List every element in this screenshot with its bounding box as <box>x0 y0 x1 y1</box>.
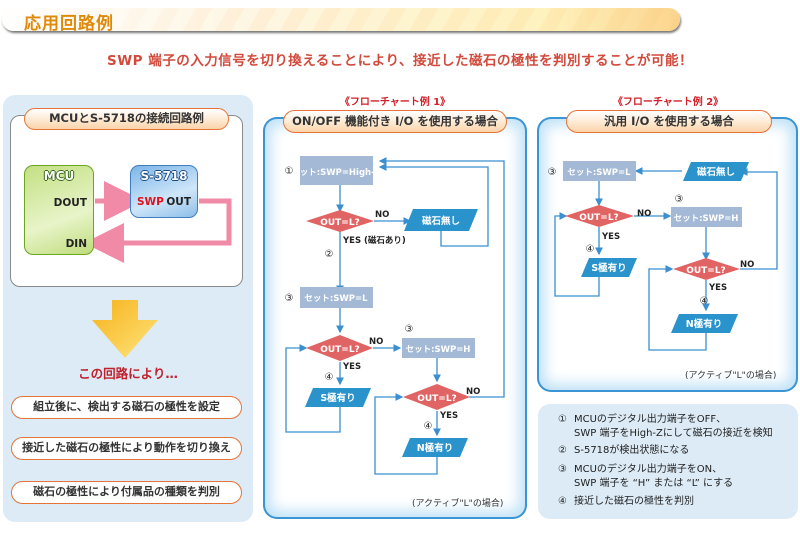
flowchart2-heading: 汎用 I/O を使用する場合 <box>566 110 772 133</box>
decision-out-low-1 <box>565 205 634 227</box>
title-banner <box>2 8 680 31</box>
process-set-h <box>671 207 742 227</box>
no-label: NO <box>466 387 480 397</box>
circuit-result-heading: この回路により… <box>78 366 178 381</box>
io-n-pole <box>671 314 738 333</box>
decision-2-label: OUT=L? <box>320 345 360 355</box>
yes-label: YES <box>342 362 361 372</box>
yes-label: YES <box>439 411 458 421</box>
io-s-pole <box>305 388 371 407</box>
decision-1-label: OUT=L? <box>320 218 360 228</box>
flowchart1-caption: 《フローチャート例 1》 <box>339 97 451 108</box>
flowchart2-note: (アクティブ"L"の場合) <box>685 371 777 381</box>
decision-3-label: OUT=L? <box>417 394 457 404</box>
io-n-pole-label: N極有り <box>686 318 722 330</box>
legend-item: ④ 接近した磁石の極性を判別 <box>558 495 694 509</box>
sensor-label: S-5718 <box>140 169 188 183</box>
flowchart1-note: (アクティブ"L"の場合) <box>412 499 504 509</box>
step-3-marker: ③ <box>285 293 294 304</box>
io-s-pole-label: S極有り <box>320 392 355 404</box>
io-no-magnet-label: 磁石無し <box>422 215 460 227</box>
step-1-marker: ① <box>285 166 294 177</box>
io-n-pole <box>402 438 468 457</box>
io-n-pole-label: N極有り <box>417 442 453 454</box>
process-set-h <box>402 338 475 358</box>
legend-text: 接近した磁石の極性を判別 <box>574 496 694 507</box>
io-no-magnet-label: 磁石無し <box>697 166 735 178</box>
process-set-l-label: セット:SWP=L <box>304 294 368 304</box>
legend-text: MCUのデジタル出力端子をOFF、 <box>574 414 727 425</box>
pin-swp: SWP <box>137 196 164 208</box>
legend-num: ③ <box>558 464 567 475</box>
process-set-highz <box>300 156 373 185</box>
no-label: NO <box>637 209 651 219</box>
process-set-h-label: セット:SWP=H <box>406 345 471 355</box>
decision-out-low-2 <box>306 335 373 361</box>
page-title: 応用回路例 <box>24 14 114 34</box>
decision-out-low-3 <box>403 384 470 410</box>
benefit-item: 磁石の極性により付属品の種類を判別 <box>11 481 242 504</box>
legend-num: ② <box>558 445 567 456</box>
legend-item: ② S-5718が検出状態になる <box>558 444 689 458</box>
step-2-marker: ② <box>325 249 334 260</box>
yes-magnet-label: YES (磁石あり) <box>342 235 406 246</box>
legend-text: S-5718が検出状態になる <box>574 445 690 456</box>
legend-item: ③ MCUのデジタル出力端子をON、 SWP 端子を “H” または “L” にする <box>558 463 733 491</box>
decision-1-label: OUT=L? <box>579 213 619 223</box>
step-3-marker: ③ <box>405 324 414 335</box>
yes-label: YES <box>708 283 727 293</box>
wire-out-to-din <box>84 198 232 263</box>
legend-text: SWP 端子をHigh-Zにして磁石の接近を検知 <box>574 428 773 439</box>
io-no-magnet <box>404 209 478 231</box>
circuit-heading: MCUとS-5718の接続回路例 <box>24 108 229 130</box>
yes-label: YES <box>601 232 620 242</box>
io-s-pole <box>581 258 637 277</box>
step-4-marker: ④ <box>700 296 709 307</box>
benefit-item: 接近した磁石の極性により動作を切り換え <box>11 437 242 460</box>
benefit-item: 組立後に、検出する磁石の極性を設定 <box>11 396 242 419</box>
step-4-marker: ④ <box>586 244 595 255</box>
page-subtitle: SWP 端子の入力信号を切り換えることにより、接近した磁石の極性を判別することが… <box>107 53 693 69</box>
step-4-marker: ④ <box>325 372 334 383</box>
no-label: NO <box>740 260 754 270</box>
decision-2-label: OUT=L? <box>686 266 726 276</box>
flowchart2-diagram: セット:SWP=L ③ 磁石無し OUT=L? NO YES ④ セット:SWP… <box>548 161 778 351</box>
down-arrow-icon <box>92 300 158 358</box>
no-label: NO <box>375 210 389 220</box>
pin-din: DIN <box>65 238 87 250</box>
process-set-l-label: セット:SWP=L <box>567 168 631 178</box>
flowchart1-diagram: セット:SWP=High-Z ① OUT=L? NO YES (磁石あり) ② … <box>285 156 505 475</box>
steps-legend: ① MCUのデジタル出力端子をOFF、 SWP 端子をHigh-Zにして磁石の接近を… <box>538 404 798 519</box>
step-3-marker: ③ <box>548 167 557 178</box>
mcu-block: MCU DOUT DIN <box>24 165 94 255</box>
no-label: NO <box>369 337 383 347</box>
decision-out-low-2 <box>673 258 740 280</box>
io-no-magnet <box>683 162 749 181</box>
process-set-l <box>300 287 373 308</box>
process-set-l <box>563 161 636 181</box>
flowchart1-heading: ON/OFF 機能付き I/O を使用する場合 <box>283 110 507 133</box>
legend-num: ④ <box>558 496 567 507</box>
mcu-label: MCU <box>43 169 75 183</box>
legend-text: SWP 端子を “H” または “L” にする <box>574 478 734 489</box>
legend-item: ① MCUのデジタル出力端子をOFF、 SWP 端子をHigh-Zにして磁石の接近を… <box>558 413 773 441</box>
circuit-wires <box>84 181 232 263</box>
flowchart1-lines <box>285 157 505 475</box>
flowchart2-lines <box>554 167 778 351</box>
step-4-marker: ④ <box>424 421 433 432</box>
process-set-h-label: セット:SWP=H <box>674 214 739 224</box>
pin-out: OUT <box>166 196 191 208</box>
step-3-marker: ③ <box>675 194 684 205</box>
legend-text: MCUのデジタル出力端子をON、 <box>574 464 723 475</box>
legend-num: ① <box>558 414 567 425</box>
io-s-pole-label: S極有り <box>591 262 626 274</box>
process-set-highz-label: セット:SWP=High-Z <box>291 168 381 178</box>
decision-out-low-1 <box>306 210 374 232</box>
pin-dout: DOUT <box>53 197 87 209</box>
sensor-block: S-5718 SWP OUT <box>130 165 198 218</box>
flowchart2-caption: 《フローチャート例 2》 <box>612 97 724 108</box>
